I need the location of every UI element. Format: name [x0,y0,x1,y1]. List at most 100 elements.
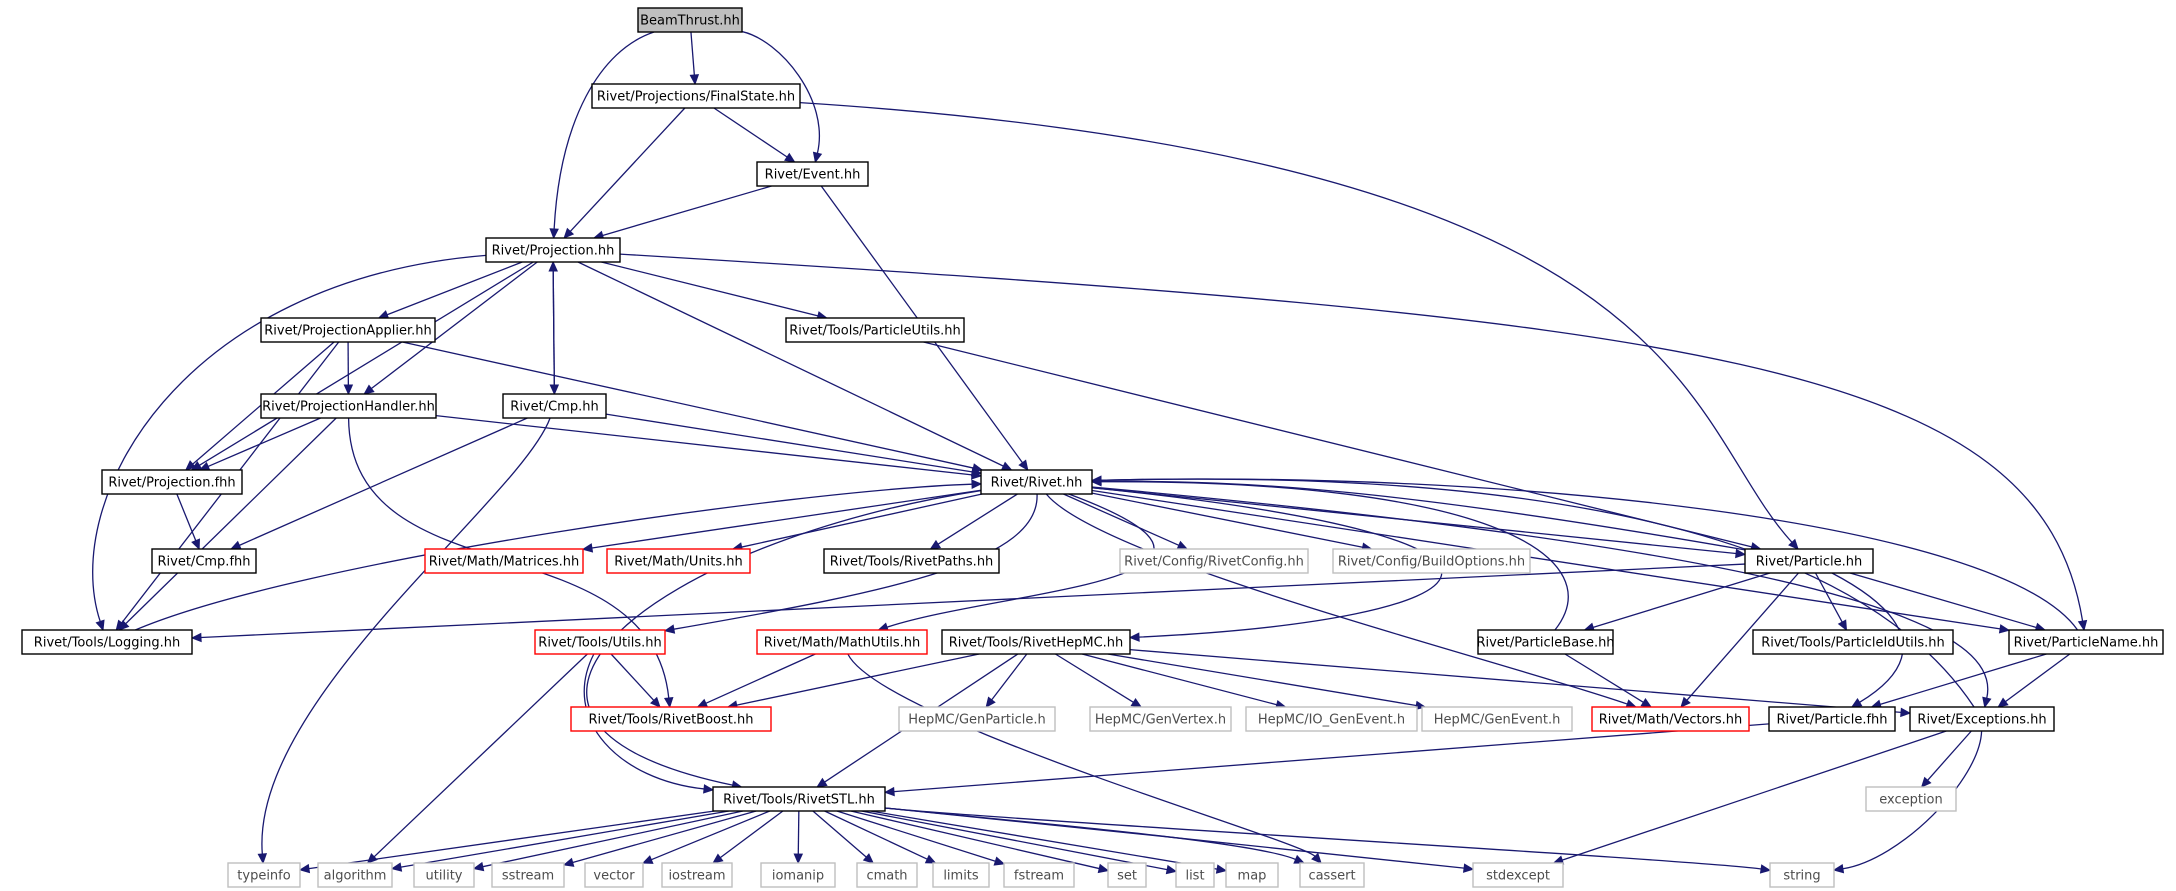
node-label: Rivet/Exceptions.hh [1917,713,2046,728]
edge-particle-to-particleidutils [1814,572,1848,632]
node-label: Rivet/Tools/RivetPaths.hh [830,555,994,570]
edge-particle-to-vectors [1680,572,1799,708]
edge-rivet-to-rivethepmc [1091,487,1443,642]
node-box [227,862,301,888]
node-exceptions[interactable]: Rivet/Exceptions.hh [1909,706,2055,732]
node-particle[interactable]: Rivet/Particle.hh [1744,548,1874,574]
edge-cmp-to-projection [548,260,558,395]
node-projapplier[interactable]: Rivet/ProjectionApplier.hh [260,317,436,343]
node-rivethepmc[interactable]: Rivet/Tools/RivetHepMC.hh [941,629,1131,655]
node-rivetstl[interactable]: Rivet/Tools/RivetSTL.hh [712,786,886,812]
node-box [485,237,621,263]
node-vectors[interactable]: Rivet/Math/Vectors.hh [1591,706,1750,732]
edge-rivetstl-to-string [884,807,1772,874]
edge-particle-to-particlename [1849,572,2047,632]
edge-cmp-to-rivet [605,413,983,477]
edge-rivetstl-to-iomanip [793,810,804,865]
node-rivet[interactable]: Rivet/Rivet.hh [980,469,1093,495]
node-set: set [1107,862,1147,888]
node-label: BeamThrust.hh [640,14,740,29]
node-buildoptions: Rivet/Config/BuildOptions.hh [1332,548,1531,574]
edge-rivetstl-to-fstream [836,810,1006,866]
node-box [1245,706,1418,732]
node-map: map [1225,862,1279,888]
node-particlename[interactable]: Rivet/ParticleName.hh [2008,629,2164,655]
edge-particlename-to-particlefhh [1870,653,2047,709]
edge-rivet-to-rivetpaths [929,493,1018,550]
edge-rivetstl-to-vector [641,810,771,864]
node-genvertex: HepMC/GenVertex.h [1089,706,1232,732]
edge-rivetstl-to-cmath [812,810,875,864]
node-matrices[interactable]: Rivet/Math/Matrices.hh [424,548,584,574]
node-label: Rivet/ParticleBase.hh [1476,636,1614,651]
node-logging[interactable]: Rivet/Tools/Logging.hh [21,629,193,655]
edge-particlebase-to-vectors [1564,653,1653,708]
node-label: Rivet/Rivet.hh [991,476,1083,491]
node-label: Rivet/ParticleName.hh [2014,636,2159,651]
node-vector: vector [584,862,644,888]
node-particlefhh[interactable]: Rivet/Particle.fhh [1768,706,1896,732]
node-units[interactable]: Rivet/Math/Units.hh [606,548,751,574]
node-box [317,862,393,888]
node-label: Rivet/Tools/ParticleUtils.hh [789,324,960,339]
node-box [1299,862,1365,888]
edge-rivetstl-to-limits [824,810,937,864]
node-label: set [1117,869,1137,884]
node-rivetboost[interactable]: Rivet/Tools/RivetBoost.hh [570,706,772,732]
edge-particle-to-logging [190,563,1746,643]
node-cmp[interactable]: Rivet/Cmp.hh [502,393,607,419]
node-box [760,862,836,888]
edges-layer [92,30,2088,875]
node-fstream: fstream [1003,862,1075,888]
node-particleutils[interactable]: Rivet/Tools/ParticleUtils.hh [785,317,965,343]
edge-logging-to-rivet [134,479,983,631]
node-label: Rivet/Math/Units.hh [614,555,743,570]
edge-finalstate-to-particle [799,101,1799,550]
node-label: HepMC/IO_GenEvent.h [1258,713,1405,728]
edge-rivet-to-particlename [1091,489,2011,634]
node-rivetpaths[interactable]: Rivet/Tools/RivetPaths.hh [823,548,1000,574]
node-projection[interactable]: Rivet/Projection.hh [485,237,621,263]
edge-rivethepmc-to-genvertex [1055,653,1143,708]
node-label: limits [943,869,979,884]
node-mathutils[interactable]: Rivet/Math/MathUtils.hh [756,629,928,655]
node-label: Rivet/Math/MathUtils.hh [764,636,920,651]
edge-projection-to-projfhh [190,261,534,471]
node-particlebase[interactable]: Rivet/ParticleBase.hh [1476,629,1615,655]
node-box [1003,862,1075,888]
node-box [21,629,193,655]
node-utils[interactable]: Rivet/Tools/Utils.hh [534,629,666,655]
edge-rivethepmc-to-exceptions [1129,649,1912,718]
edge-mathutils-to-rivetboost [696,653,816,708]
node-label: Rivet/Cmp.fhh [158,555,251,570]
node-projfhh[interactable]: Rivet/Projection.fhh [101,469,243,495]
node-label: Rivet/Math/Matrices.hh [429,555,579,570]
node-particleidutils[interactable]: Rivet/Tools/ParticleIdUtils.hh [1752,629,1954,655]
edge-rivetstl-to-map [870,810,1228,874]
node-genevent: HepMC/GenEvent.h [1421,706,1573,732]
node-projhandler[interactable]: Rivet/ProjectionHandler.hh [260,393,437,419]
node-box [584,862,644,888]
edge-mathutils-to-cassert [847,653,1322,864]
node-label: vector [593,869,635,884]
edge-projhandler-to-rivet [435,415,983,480]
edge-rivethepmc-to-iogenevent [1081,653,1287,710]
node-box [1472,862,1564,888]
node-event[interactable]: Rivet/Event.hh [756,161,869,187]
node-cmpfhh[interactable]: Rivet/Cmp.fhh [151,548,257,574]
edge-utils-to-rivetboost [610,653,661,708]
node-box [1909,706,2055,732]
node-box [606,548,751,574]
node-box [1477,629,1614,655]
node-box [591,83,801,109]
node-beamthrust[interactable]: BeamThrust.hh [637,7,743,33]
edge-rivetstl-to-algorithm [390,810,730,872]
node-label: Rivet/Tools/RivetHepMC.hh [949,636,1124,651]
node-iostream: iostream [661,862,733,888]
node-box [1421,706,1573,732]
edge-rivetstl-to-iostream [712,810,784,864]
edge-projhandler-to-projfhh [198,417,321,471]
node-finalstate[interactable]: Rivet/Projections/FinalState.hh [591,83,801,109]
edge-particlename-to-exceptions [1997,653,2071,708]
